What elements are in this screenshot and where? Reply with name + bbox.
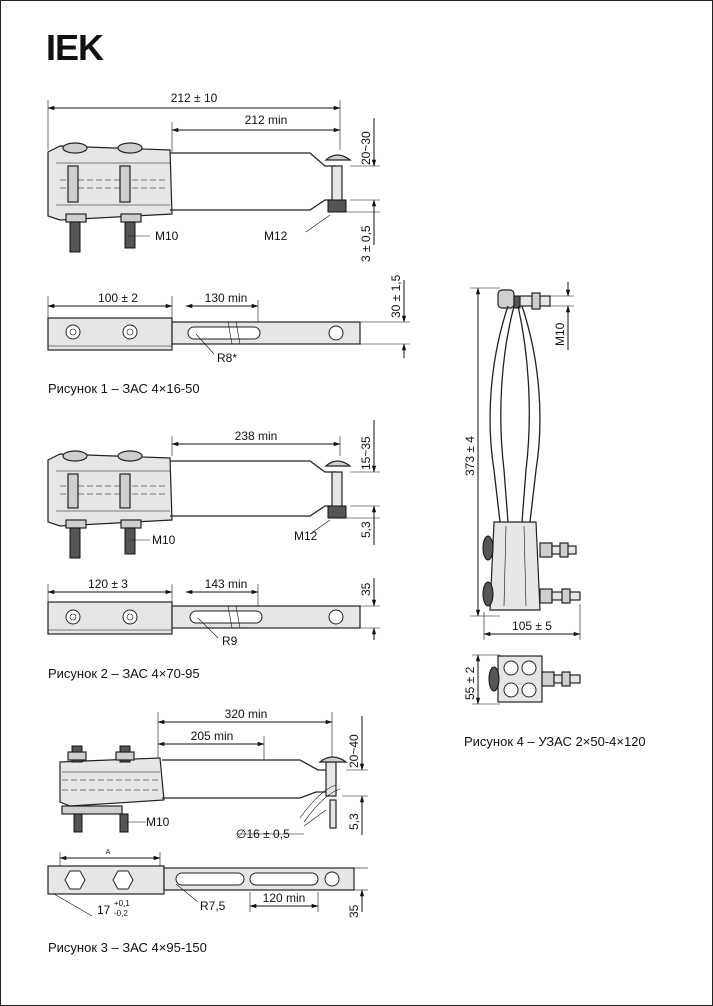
fig1-gap-dim: 20~30	[359, 131, 373, 165]
fig3-height-plan: 35	[347, 904, 361, 918]
fig3-overall-dim: 320 min	[225, 707, 268, 721]
fig3-gap-dim: 20~40	[347, 734, 361, 768]
fig4-height-dim: 55 ± 2	[463, 666, 477, 700]
fig1-height-plan: 30 ± 1,5	[389, 274, 403, 318]
fig3-tol-plus: +0,1	[114, 899, 130, 908]
fig3-strap-dim: 205 min	[191, 729, 234, 743]
fig4-width-dim: 105 ± 5	[512, 619, 552, 633]
fig1-width-plan: 100 ± 2	[98, 291, 138, 305]
fig1-strap-dim: 212 min	[245, 113, 288, 127]
fig4-top-view	[472, 654, 581, 705]
fig2-thread-small: M10	[152, 533, 176, 547]
fig2-offset-dim: 5,3	[359, 521, 373, 538]
fig3-thickness: 17	[97, 903, 111, 917]
fig2-slot-radius: R9	[222, 634, 238, 648]
fig1-clamp-body	[47, 145, 173, 221]
fig3-tol-minus: -0,2	[114, 909, 128, 918]
fig3-caption: Рисунок 3 – ЗАС 4×95-150	[48, 940, 207, 955]
fig2-gap-dim: 15~35	[359, 436, 373, 470]
fig3-slot-radius: R7,5	[200, 899, 226, 913]
fig3-slot-dim: 120 min	[263, 891, 306, 905]
fig1-plan-view	[47, 280, 410, 358]
fig3-diameter-dim: ∅16 ± 0,5	[236, 827, 290, 841]
fig3-thread-small: M10	[146, 815, 170, 829]
fig1-thread-small: M10	[155, 229, 179, 243]
fig2-caption: Рисунок 2 – ЗАС 4×70-95	[48, 666, 200, 681]
iek-logo: IEK	[46, 27, 104, 68]
fig2-slot-dim: 143 min	[205, 577, 248, 591]
fig3-plan-view	[47, 852, 368, 917]
fig4-caption: Рисунок 4 – УЗАС 2×50-4×120	[464, 734, 646, 749]
fig3-a-mark: A	[106, 849, 111, 856]
fig4-front-view	[470, 282, 581, 640]
fig4-thread-dim: M10	[553, 322, 567, 346]
fig2-plan-view	[47, 578, 380, 640]
fig3-offset-dim: 5,3	[347, 813, 361, 830]
fig2-width-plan: 120 ± 3	[88, 577, 128, 591]
fig1-offset-dim: 3 ± 0,5	[359, 225, 373, 262]
fig1-slot-dim: 130 min	[205, 291, 248, 305]
fig1-caption: Рисунок 1 – ЗАС 4×16-50	[48, 381, 200, 396]
fig1-side-view	[47, 100, 380, 253]
fig1-overall-dim: 212 ± 10	[171, 91, 218, 105]
fig2-thread-big: M12	[294, 529, 318, 543]
fig1-slot-radius: R8*	[217, 351, 237, 365]
fig1-thread-big: M12	[264, 229, 288, 243]
fig2-strap-dim: 238 min	[235, 429, 278, 443]
fig2-height-plan: 35	[359, 582, 373, 596]
fig2-side-view	[47, 420, 380, 559]
fig4-length-dim: 373 ± 4	[463, 436, 477, 476]
fig3-side-view	[59, 712, 368, 835]
